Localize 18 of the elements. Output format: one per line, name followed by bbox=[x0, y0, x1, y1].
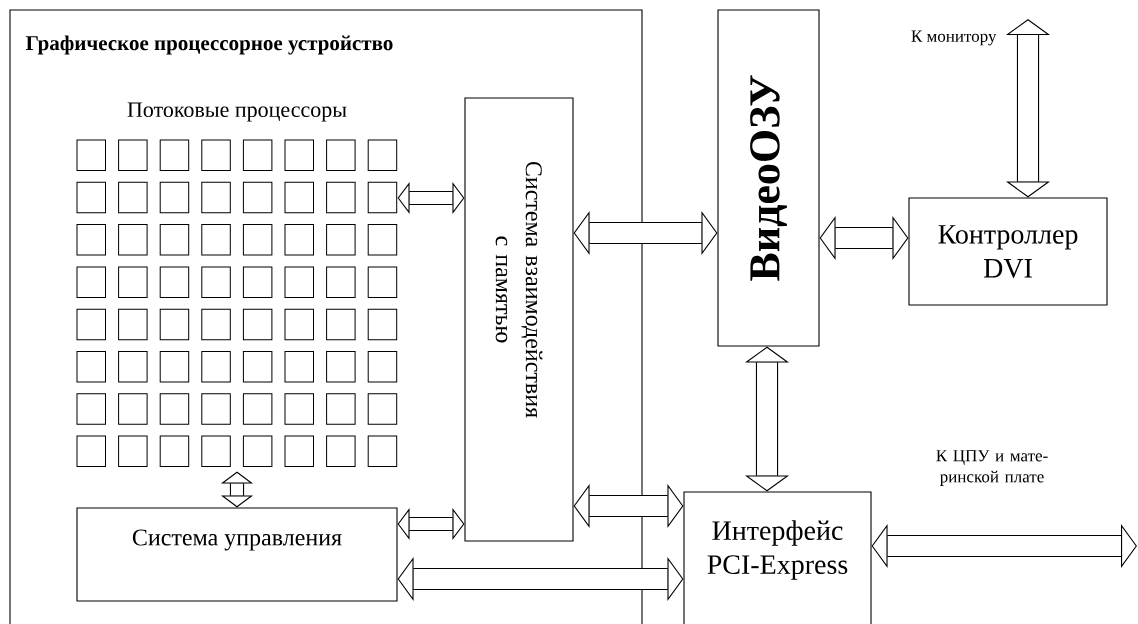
double-arrow bbox=[573, 483, 684, 529]
process-box: Система взаимодействия с памятью bbox=[464, 97, 574, 542]
double-arrow bbox=[397, 507, 465, 541]
process-box: Система управления bbox=[76, 507, 398, 602]
process-box: Контроллер DVI bbox=[908, 197, 1108, 306]
double-arrow bbox=[397, 181, 465, 215]
double-arrow bbox=[744, 346, 790, 492]
double-arrow bbox=[1005, 19, 1051, 198]
edge-label: К монитору bbox=[911, 30, 997, 46]
double-arrow bbox=[397, 556, 684, 602]
double-arrow bbox=[573, 210, 718, 256]
double-arrow bbox=[220, 471, 254, 508]
node-label: Потоковые процессоры bbox=[127, 102, 347, 122]
process-box: ВидеоОЗУ bbox=[717, 9, 820, 347]
process-box: Интерфейс PCI-Express bbox=[683, 491, 872, 624]
double-arrow bbox=[871, 523, 1137, 569]
double-arrow bbox=[819, 215, 909, 261]
edge-label: К ЦПУ и мате- ринской плате bbox=[936, 450, 1048, 486]
